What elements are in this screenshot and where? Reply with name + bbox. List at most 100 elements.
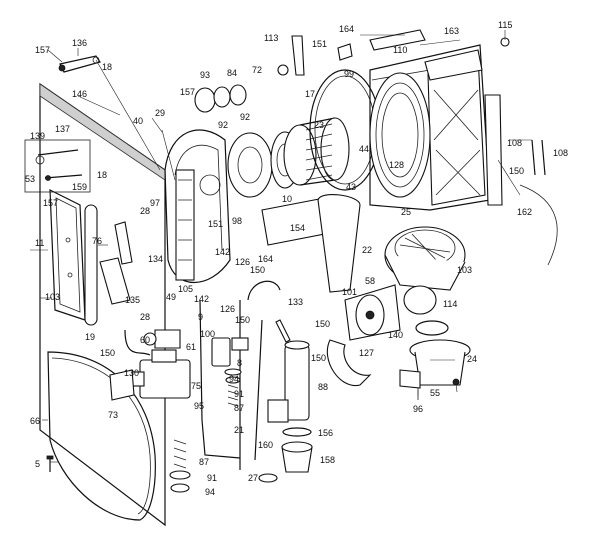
callout-label: 21 <box>234 425 244 435</box>
callout-label: 114 <box>443 299 457 309</box>
callout-label: 113 <box>264 33 278 43</box>
callout-label: 140 <box>388 330 403 340</box>
callout-label: 156 <box>318 428 333 438</box>
callout-label: 150 <box>315 319 330 329</box>
electrode-assembly <box>58 55 101 73</box>
callout-label: 40 <box>133 116 143 126</box>
callout-label: 17 <box>305 89 315 99</box>
callout-label: 154 <box>290 223 305 233</box>
callout-label: 126 <box>235 257 250 267</box>
callout-label: 142 <box>215 247 230 257</box>
callout-label: 72 <box>252 65 262 75</box>
callout-label: 108 <box>553 148 568 158</box>
callout-label: 99 <box>344 69 354 79</box>
callout-label: 18 <box>97 170 107 180</box>
callout-label: 19 <box>85 332 95 342</box>
callout-label: 94 <box>205 487 215 497</box>
callout-label: 157 <box>43 198 58 208</box>
callout-label: 10 <box>282 194 292 204</box>
callout-label: 75 <box>191 381 201 391</box>
callout-label: 101 <box>342 287 357 297</box>
callout-label: 84 <box>227 68 237 78</box>
callout-label: 27 <box>248 473 258 483</box>
callout-label: 88 <box>318 382 328 392</box>
callout-label: 95 <box>194 401 204 411</box>
venturi-assembly <box>344 284 437 341</box>
clip-164 <box>337 43 353 61</box>
screw-5 <box>46 455 54 472</box>
heat-exchanger-housing <box>369 44 491 211</box>
callout-label: 108 <box>507 138 522 148</box>
callout-label: 163 <box>444 26 459 36</box>
callout-labels: 157 136 18 146 139 137 53 159 18 157 11 … <box>25 20 568 497</box>
callout-label: 58 <box>365 276 375 286</box>
callout-label: 98 <box>232 216 242 226</box>
callout-label: 24 <box>467 354 477 364</box>
front-casing-panel <box>39 82 166 527</box>
callout-label: 9 <box>198 312 203 322</box>
callout-label: 137 <box>55 124 70 134</box>
callout-label: 87 <box>234 403 244 413</box>
callout-label: 92 <box>240 112 250 122</box>
air-intake-duct <box>261 194 361 293</box>
callout-label: 110 <box>393 45 407 55</box>
blower-fan <box>384 226 466 291</box>
condensate-trap-hose <box>99 257 131 305</box>
gas-tap-61 <box>143 329 181 349</box>
callout-label: 87 <box>199 457 209 467</box>
callout-label: 97 <box>150 198 160 208</box>
callout-label: 142 <box>194 294 209 304</box>
callout-label: 44 <box>359 144 369 154</box>
callout-label: 73 <box>108 410 118 420</box>
callout-label: 53 <box>25 174 35 184</box>
callout-label: 96 <box>413 404 423 414</box>
callout-label: 127 <box>359 348 374 358</box>
callout-label: 160 <box>258 440 273 450</box>
callout-label: 164 <box>339 24 354 34</box>
leader-lines <box>30 30 532 463</box>
fitting-27 <box>258 473 278 483</box>
callout-label: 18 <box>102 62 112 72</box>
spring-87-upper <box>227 384 239 407</box>
callout-label: 94 <box>229 374 239 384</box>
fitting-8 <box>231 337 249 351</box>
callout-label: 5 <box>35 459 40 469</box>
callout-label: 105 <box>178 284 193 294</box>
callout-label: 61 <box>186 342 196 352</box>
callout-label: 151 <box>208 219 223 229</box>
callout-label: 164 <box>258 254 273 264</box>
callout-label: 134 <box>148 254 163 264</box>
callout-label: 133 <box>288 297 303 307</box>
callout-label: 28 <box>140 312 150 322</box>
burner-cylinder <box>283 117 350 186</box>
hydraulic-cylinder <box>267 319 310 423</box>
callout-label: 150 <box>250 265 265 275</box>
callout-label: 91 <box>234 389 244 399</box>
central-gas-pipes <box>199 280 281 470</box>
o-ring-140 <box>415 320 449 336</box>
callout-label: 115 <box>498 20 512 30</box>
callout-label: 55 <box>430 388 440 398</box>
callout-label: 139 <box>30 131 45 141</box>
sight-tube <box>84 204 98 326</box>
screw-72 <box>277 64 289 76</box>
callout-label: 93 <box>200 70 210 80</box>
callout-label: 157 <box>180 87 195 97</box>
callout-label: 157 <box>35 45 50 55</box>
callout-label: 25 <box>401 207 411 217</box>
inspection-window-box <box>24 139 91 193</box>
spring-87-lower <box>173 439 187 469</box>
gas-valve <box>109 349 191 401</box>
callout-label: 76 <box>92 236 102 246</box>
water-pipes <box>519 139 558 266</box>
callout-label: 126 <box>220 304 235 314</box>
callout-label: 162 <box>517 207 532 217</box>
filter-156-158 <box>281 427 313 473</box>
gas-pipe-150 <box>124 329 151 356</box>
callout-label: 128 <box>389 160 404 170</box>
callout-label: 43 <box>346 182 356 192</box>
callout-label: 11 <box>35 238 44 248</box>
callout-label: 150 <box>509 166 524 176</box>
